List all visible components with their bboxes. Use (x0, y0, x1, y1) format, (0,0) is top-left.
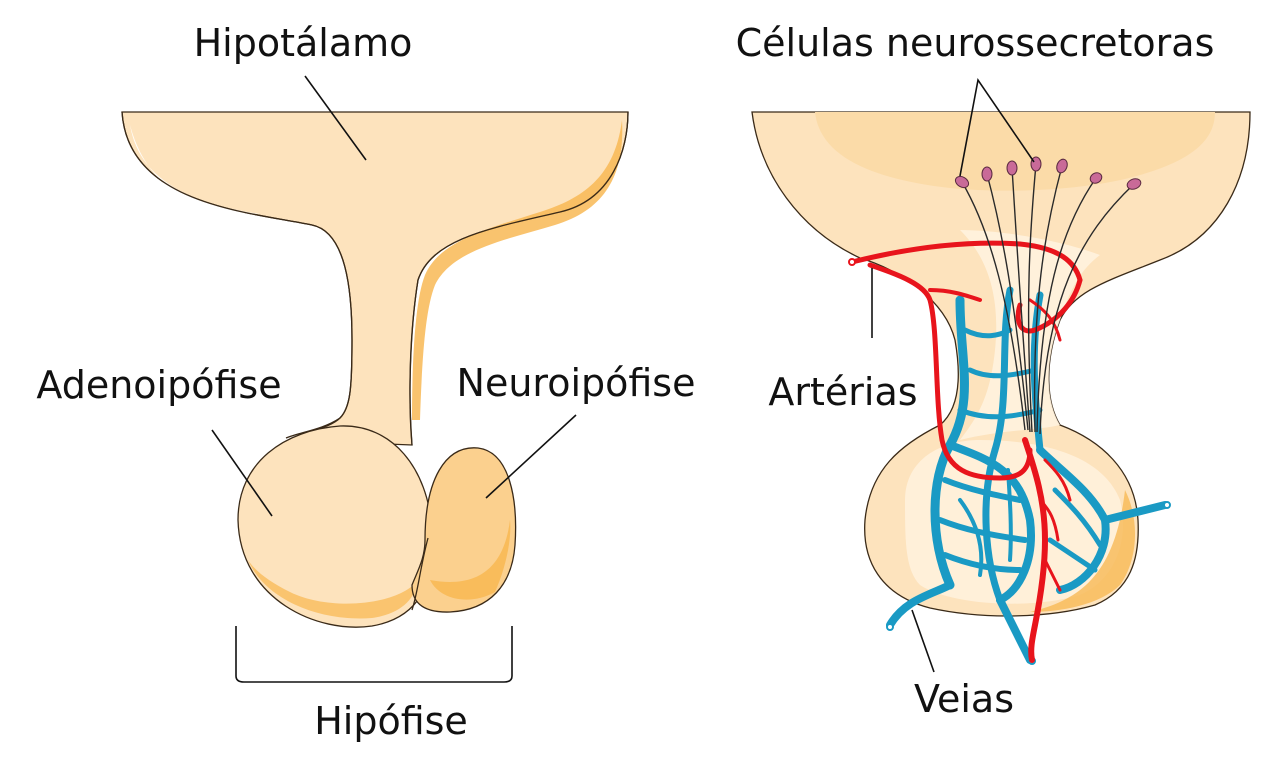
cell-body (954, 175, 970, 189)
cell-body (1056, 158, 1068, 174)
hypothalamus-leader (304, 75, 367, 161)
cell-body (1089, 172, 1103, 184)
veins-leader (911, 609, 935, 673)
adenohypophysis-label: Adenoipófise (36, 363, 281, 407)
veins-label: Veias (914, 677, 1014, 721)
left-anatomy: Hipotálamo Adenoipófise Neuroipófise Hip… (36, 21, 695, 743)
arteries-label: Artérias (768, 370, 917, 414)
cell-body (1126, 178, 1142, 190)
right-lobe-shadow (1030, 490, 1136, 612)
cell-body (1006, 160, 1018, 176)
right-anatomy: Células neurossecretoras Artérias Veias (736, 21, 1251, 721)
arteries-network (849, 240, 1083, 663)
artery-end-left (848, 258, 856, 266)
hypothalamus-outline (121, 111, 629, 446)
right-hypothalamus-inner (815, 112, 1215, 191)
cell-body (981, 166, 993, 182)
adenohypophysis-shadow (248, 560, 418, 619)
neurohypophysis-shadow (430, 520, 511, 600)
neurohypophysis-label: Neuroipófise (457, 361, 696, 405)
adenohypophysis-leader (211, 429, 273, 517)
right-stalk-light (960, 230, 1100, 440)
hypothalamus-label: Hipotálamo (194, 21, 413, 65)
lobe-cleft (411, 537, 429, 611)
hypophysis-bracket (235, 626, 513, 683)
neurosecretory-cells-label: Células neurossecretoras (736, 21, 1215, 65)
nerve-fibers (961, 163, 1135, 435)
vein-end-right (1163, 501, 1171, 509)
vein-end-left (886, 623, 894, 631)
neurosecretory-cells-leader (959, 77, 1035, 177)
hypophysis-label: Hipófise (314, 699, 468, 743)
neurohypophysis-leader (485, 414, 577, 499)
